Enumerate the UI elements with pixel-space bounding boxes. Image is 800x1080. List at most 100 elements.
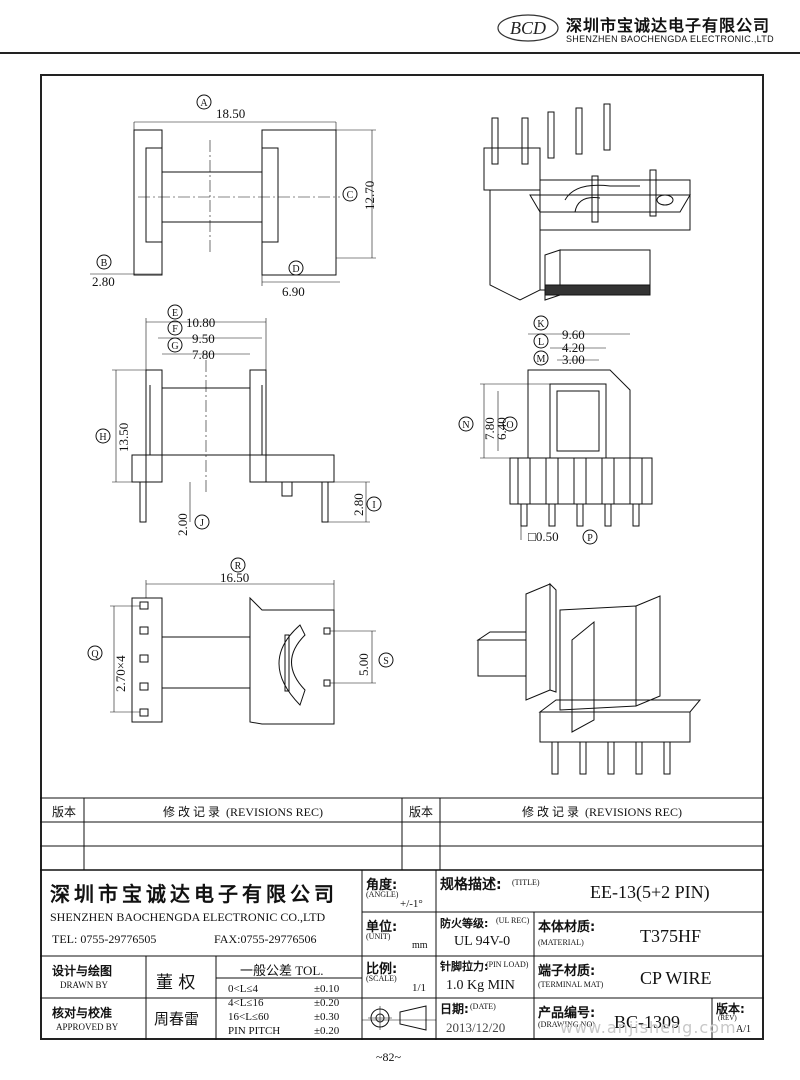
company-name-en: SHENZHEN BAOCHENGDA ELECTRONIC.,LTD bbox=[566, 34, 774, 44]
angle-label-en: (ANGLE) bbox=[366, 890, 399, 899]
dim-I-label: I bbox=[372, 500, 375, 511]
dim-G-value: 7.80 bbox=[192, 347, 215, 362]
pinload-value: 1.0 Kg MIN bbox=[446, 978, 515, 993]
rev-col2-header: 修 改 记 录 (REVISIONS REC) bbox=[162, 805, 323, 819]
unit-label-en: (UNIT) bbox=[366, 932, 391, 941]
dim-R-label: R bbox=[235, 561, 242, 572]
angle-value: +/-1° bbox=[400, 898, 423, 910]
pinload-label-en: (PIN LOAD) bbox=[486, 960, 529, 969]
dim-K-label: K bbox=[537, 319, 545, 330]
dim-O-label: O bbox=[506, 420, 513, 431]
terminal-label-cn: 端子材质: bbox=[538, 964, 596, 979]
view-iso-top-right bbox=[483, 103, 691, 301]
dim-L-label: L bbox=[538, 337, 544, 348]
dim-J-value: 2.00 bbox=[175, 513, 190, 536]
rev-col1-header: 版本 bbox=[51, 805, 76, 819]
dim-Q-value: 2.70×4 bbox=[113, 655, 128, 692]
scale-label-cn: 比例: bbox=[366, 962, 398, 977]
company-logo: BCD bbox=[497, 14, 559, 42]
drawing-frame bbox=[40, 74, 764, 1040]
ul-label-en: (UL REC) bbox=[496, 916, 530, 925]
dim-S-value: 5.00 bbox=[356, 653, 371, 676]
dim-P-value: □0.50 bbox=[528, 529, 559, 544]
dim-M-label: M bbox=[537, 354, 546, 365]
tolerance-title: 一般公差 TOL. bbox=[240, 963, 324, 978]
page-number: ~82~ bbox=[376, 1050, 401, 1064]
tb-fax: FAX:0755-29776506 bbox=[214, 932, 317, 946]
drawingno-label-en: (DRAWING NO) bbox=[538, 1020, 595, 1029]
dim-B-label: B bbox=[101, 258, 108, 269]
tol-range: 0<L≤4 bbox=[228, 983, 258, 995]
dim-Q-label: Q bbox=[91, 649, 99, 660]
dim-F-label: F bbox=[172, 324, 178, 335]
material-value: T375HF bbox=[640, 926, 702, 946]
drawn-label-en: DRAWN BY bbox=[60, 980, 109, 990]
dim-S-label: S bbox=[383, 656, 389, 667]
view-top-left: A 18.50 C 12.70 B 2.80 D 6.90 bbox=[90, 94, 377, 299]
dim-K-value: 9.60 bbox=[562, 327, 585, 342]
tol-value: ±0.20 bbox=[314, 997, 340, 1009]
company-name-cn: 深圳市宝诚达电子有限公司 bbox=[566, 16, 771, 35]
date-label-cn: 日期: bbox=[440, 1002, 469, 1016]
date-value: 2013/12/20 bbox=[446, 1020, 506, 1035]
dim-C-value: 12.70 bbox=[362, 181, 377, 210]
material-label-en: (MATERIAL) bbox=[538, 938, 584, 947]
dim-L-value: 4.20 bbox=[562, 340, 585, 355]
approved-label-cn: 核对与校准 bbox=[52, 1006, 113, 1020]
dim-M-value: 3.00 bbox=[562, 352, 585, 367]
tb-company-en: SHENZHEN BAOCHENGDA ELECTRONIC CO.,LTD bbox=[50, 910, 326, 924]
dim-E-label: E bbox=[172, 308, 178, 319]
drawn-label-cn: 设计与绘图 bbox=[52, 964, 113, 978]
unit-label-cn: 单位: bbox=[366, 920, 398, 935]
watermark: www.anjisheng.com bbox=[560, 1018, 737, 1037]
dim-J-label: J bbox=[200, 518, 204, 529]
rev-col3-header: 版本 bbox=[408, 805, 433, 819]
dim-N-label: N bbox=[462, 420, 469, 431]
tb-company-cn: 深圳市宝诚达电子有限公司 bbox=[50, 882, 338, 906]
tol-value: ±0.30 bbox=[314, 1011, 340, 1023]
pinload-label-cn: 针脚拉力: bbox=[440, 960, 489, 973]
rev-label-en: (REV) bbox=[718, 1014, 737, 1022]
rev-col4-header: 修 改 记 录 (REVISIONS REC) bbox=[521, 805, 682, 819]
dim-O-value: 6.40 bbox=[494, 417, 509, 440]
view-iso-bottom-right bbox=[476, 582, 702, 775]
approved-label-en: APPROVED BY bbox=[56, 1022, 119, 1032]
unit-value: mm bbox=[412, 940, 428, 951]
ul-label-cn: 防火等级: bbox=[440, 917, 489, 930]
dim-H-value: 13.50 bbox=[116, 423, 131, 452]
terminal-value: CP WIRE bbox=[640, 968, 712, 988]
date-label-en: (DATE) bbox=[470, 1002, 496, 1011]
tb-tel: TEL: 0755-29776505 bbox=[52, 932, 157, 946]
drawn-value: 董 权 bbox=[156, 973, 196, 993]
drawingno-label-cn: 产品编号: bbox=[538, 1006, 596, 1021]
dim-H-label: H bbox=[99, 432, 106, 443]
view-middle-left: E 10.80 F 9.50 G 7.80 H 13.50 I 2.80 J 2… bbox=[95, 304, 382, 536]
dim-G-label: G bbox=[171, 341, 178, 352]
approved-value: 周春雷 bbox=[154, 1010, 200, 1028]
tolerance-values: ±0.10 ±0.20 ±0.30 ±0.20 bbox=[314, 982, 339, 1038]
title-block bbox=[40, 869, 764, 1040]
drawingno-value: BC-1309 bbox=[614, 1012, 681, 1032]
title-label-en: (TITLE) bbox=[512, 878, 540, 887]
title-label-cn: 规格描述: bbox=[440, 877, 502, 893]
view-bottom-left: R 16.50 Q 2.70×4 S 5.00 bbox=[87, 557, 394, 725]
tol-value: ±0.10 bbox=[314, 983, 340, 995]
dim-A-label: A bbox=[200, 98, 208, 109]
view-middle-right: K 9.60 L 4.20 M 3.00 N 7.80 O 6.40 □0.50… bbox=[458, 315, 653, 545]
dim-N-value: 7.80 bbox=[482, 417, 497, 440]
dim-B-value: 2.80 bbox=[92, 274, 115, 289]
tol-range: 4<L≤16 bbox=[228, 997, 264, 1009]
tol-range: 16<L≤60 bbox=[228, 1011, 269, 1023]
rev-value: A/1 bbox=[736, 1024, 751, 1035]
dim-I-value: 2.80 bbox=[351, 493, 366, 516]
tolerance-ranges: 0<L≤4 4<L≤16 16<L≤60 PIN PITCH bbox=[228, 982, 280, 1038]
dim-P-label: P bbox=[587, 533, 593, 544]
terminal-label-en: (TERMINAL MAT) bbox=[538, 980, 604, 989]
dim-E-value: 10.80 bbox=[186, 315, 215, 330]
ul-value: UL 94V-0 bbox=[454, 934, 511, 949]
tol-value: ±0.20 bbox=[314, 1025, 340, 1037]
tol-range: PIN PITCH bbox=[228, 1025, 281, 1037]
dim-C-label: C bbox=[347, 190, 354, 201]
dim-D-value: 6.90 bbox=[282, 284, 305, 299]
